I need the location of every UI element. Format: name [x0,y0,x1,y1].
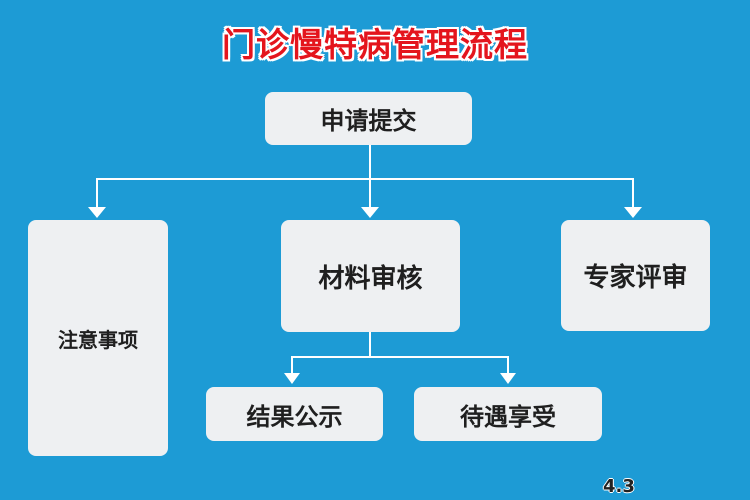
node-publicity: 结果公示 [206,387,383,441]
arrow-to-benefit [500,373,516,384]
version-label: 4.3 [603,476,635,497]
node-label: 待遇享受 [460,402,556,431]
node-submit: 申请提交 [265,92,472,145]
node-expert: 专家评审 [561,220,710,331]
node-label: 材料审核 [318,263,423,294]
arrow-to-expert [624,207,642,218]
arrow-to-review [361,207,379,218]
diagram-title: 门诊慢特病管理流程 [222,25,528,64]
arrow-to-notes [88,207,106,218]
arrow-to-publicity [284,373,300,384]
node-review: 材料审核 [281,220,460,332]
node-benefit: 待遇享受 [414,387,602,441]
node-label: 专家评审 [583,263,688,293]
node-label: 申请提交 [320,107,417,135]
node-label: 注意事项 [58,327,138,352]
node-label: 结果公示 [246,402,343,431]
node-notes: 注意事项 [28,220,168,456]
